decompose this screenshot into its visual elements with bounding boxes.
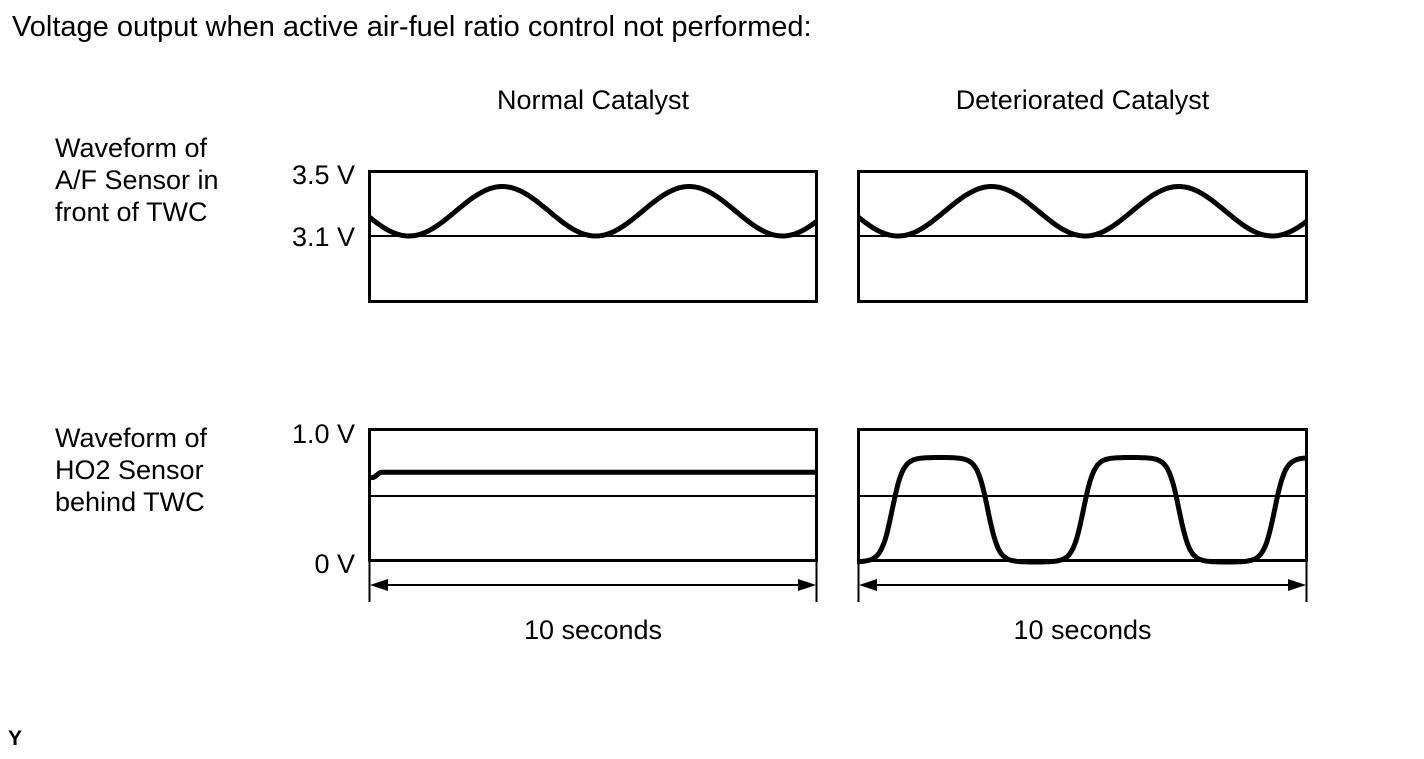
time-span-arrow	[368, 560, 818, 602]
column-header-deteriorated-catalyst: Deteriorated Catalyst	[955, 85, 1210, 115]
time-axis-label-right: 10 seconds	[1013, 615, 1152, 645]
row-label-ho2-sensor: Waveform of HO2 Sensor behind TWC	[55, 422, 207, 518]
axis-label-0v: 0 V	[314, 549, 355, 579]
axis-label-3-5v: 3.5 V	[291, 160, 355, 190]
axis-label-1-0v: 1.0 V	[291, 419, 355, 449]
axis-label-3-1v: 3.1 V	[291, 222, 355, 252]
row-label-af-line-1: Waveform of	[55, 133, 208, 163]
time-span-arrow	[857, 560, 1308, 602]
arrowhead-right	[1288, 579, 1306, 591]
chart-ho2-deteriorated	[857, 428, 1308, 602]
arrowhead-right	[798, 579, 816, 591]
row-label-af-line-2: A/F Sensor in	[55, 165, 219, 195]
row-label-af-sensor: Waveform of A/F Sensor in front of TWC	[55, 132, 219, 228]
waveform-trace	[857, 455, 1308, 565]
arrowhead-left	[859, 579, 877, 591]
chart-af-deteriorated	[857, 170, 1308, 303]
waveform-trace	[857, 184, 1308, 239]
page-title: Voltage output when active air-fuel rati…	[12, 11, 812, 43]
time-axis-label-left: 10 seconds	[523, 615, 663, 645]
corner-marker: Y	[8, 727, 23, 750]
row-label-ho2-line-3: behind TWC	[55, 487, 205, 517]
chart-ho2-normal	[368, 428, 818, 602]
row-label-ho2-line-2: HO2 Sensor	[55, 455, 204, 485]
column-header-normal-catalyst: Normal Catalyst	[496, 85, 690, 115]
row-label-af-line-3: front of TWC	[55, 197, 208, 227]
arrowhead-left	[370, 579, 388, 591]
waveform-trace	[368, 184, 818, 239]
chart-af-normal	[368, 170, 818, 303]
waveform-trace	[368, 469, 818, 481]
row-label-ho2-line-1: Waveform of	[55, 423, 208, 453]
